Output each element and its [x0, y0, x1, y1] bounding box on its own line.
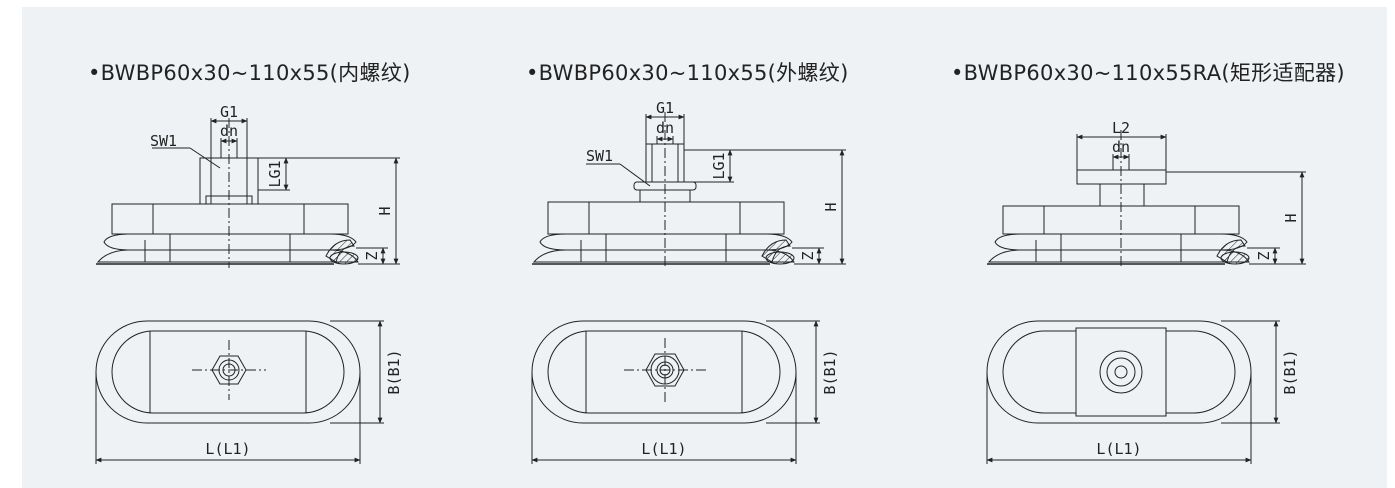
- label-lg1-v1: LG1: [266, 160, 284, 187]
- title-internal-thread: •BWBP60x30~110x55(内螺纹): [88, 61, 411, 85]
- label-h-v2: H: [822, 202, 840, 211]
- label-sw1-v2: SW1: [586, 147, 613, 165]
- title-external-thread: •BWBP60x30~110x55(外螺纹): [526, 61, 849, 85]
- label-g1-v1: G1: [220, 103, 238, 121]
- title-rectangular-adapter: •BWBP60x30~110x55RA(矩形适配器): [951, 61, 1345, 85]
- label-g1-v2: G1: [656, 99, 674, 117]
- bottom-view-external-thread: [531, 320, 797, 424]
- label-z-v3: Z: [1255, 251, 1273, 260]
- side-view-rectangular-adapter: [987, 169, 1250, 265]
- top-strip: [0, 0, 1395, 7]
- label-h-v1: H: [376, 206, 394, 215]
- side-view-external-thread: [532, 143, 795, 265]
- bottom-view-rectangular-adapter: [986, 320, 1252, 424]
- label-width-v3: B(B1): [1281, 349, 1299, 394]
- label-l2-v3: L2: [1112, 119, 1130, 137]
- label-dn-v3: dn: [1112, 138, 1130, 156]
- label-dn-v2: dn: [656, 119, 674, 137]
- label-z-v1: Z: [363, 251, 381, 260]
- label-dn-v1: dn: [220, 122, 238, 140]
- label-length-v2: L(L1): [641, 440, 686, 458]
- label-length-v3: L(L1): [1096, 440, 1141, 458]
- label-lg1-v2: LG1: [710, 152, 728, 179]
- side-view-internal-thread: [96, 157, 359, 265]
- label-width-v1: B(B1): [385, 349, 403, 394]
- label-h-v3: H: [1282, 213, 1300, 222]
- label-length-v1: L(L1): [205, 440, 250, 458]
- label-width-v2: B(B1): [821, 349, 839, 394]
- bottom-view-internal-thread: [95, 320, 361, 424]
- label-sw1-v1: SW1: [150, 132, 177, 150]
- label-z-v2: Z: [799, 251, 817, 260]
